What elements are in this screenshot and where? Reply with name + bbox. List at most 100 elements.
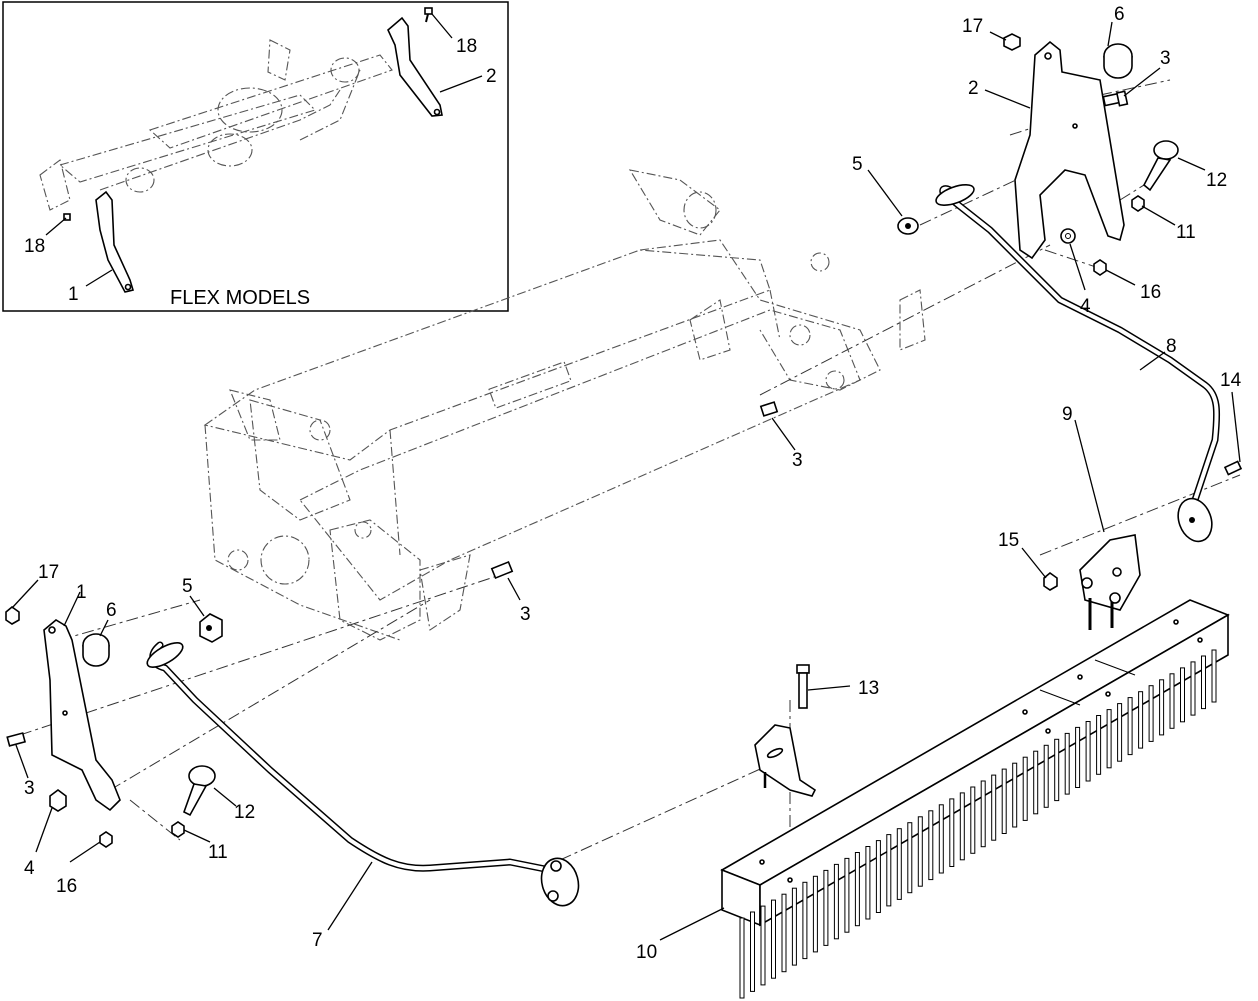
inset-callout-2: 2 [486,66,497,87]
brush-tine [865,846,871,920]
callout-3-left: 3 [24,778,35,799]
callout-5-left: 5 [182,576,193,597]
inset-callout-18-left: 18 [24,236,45,257]
callout-3-top: 3 [1160,48,1171,69]
flex-models-inset: 18 2 18 1 FLEX MODELS [2,1,509,312]
nut-16-top [1093,259,1107,276]
brush-tine [1117,703,1123,762]
brush-tine [791,887,797,966]
mount-bracket-13 [754,724,817,797]
nut-17-left [5,605,20,625]
callout-9: 9 [1062,404,1073,425]
brush-tine [1201,655,1206,710]
brush-tine [760,905,766,986]
brush-tine [1096,715,1102,775]
spacer-5-top [897,217,919,235]
bolt-3-top [1102,90,1129,107]
callout-12-top: 12 [1206,170,1227,191]
brush-tine [844,857,850,933]
nut-16-left [99,831,113,848]
callout-17-top: 17 [962,16,983,37]
brush-tine [1127,697,1133,756]
brush-tine [875,840,881,913]
bolt-3-left [6,732,27,747]
nut-15 [1043,571,1058,591]
nut-11-top [1131,195,1145,212]
inset-screw-18-left [63,213,71,221]
inset-callout-18-top: 18 [456,36,477,57]
brush-tine [1001,768,1007,834]
washer-4-left [49,789,67,812]
spacer-5-left [199,613,223,643]
brush-tine [886,834,892,907]
callout-17-left: 17 [38,562,59,583]
callout-2-top: 2 [968,78,979,99]
brush-tine [812,875,818,953]
cap-6-top [1103,43,1133,79]
brush-tine [959,792,965,861]
brush-tine [1043,744,1049,808]
callout-11-top: 11 [1176,222,1196,243]
brush-tine [1085,721,1091,782]
callout-7: 7 [312,930,323,951]
brush-tine [917,816,923,887]
inset-bracket-1 [95,190,135,293]
rod-8 [935,184,1221,504]
brush-tine [991,774,997,841]
washer-4-top [1060,228,1076,244]
callout-1-left: 1 [76,582,87,603]
callout-6-top: 6 [1114,4,1125,25]
bracket-1-left [43,619,121,812]
callout-12-left: 12 [234,802,255,823]
callouts: 17 6 3 2 5 12 11 4 16 8 14 3 9 15 17 1 6… [24,4,1242,963]
brush-tine [823,869,829,946]
brush-tine [739,917,745,999]
cap-6-left [82,633,110,667]
brush-tine [938,804,944,874]
callout-3-center: 3 [520,604,531,625]
bracket-2-top [1014,40,1125,260]
brush-tine [1148,685,1154,742]
brush-tine [771,899,776,979]
callout-13: 13 [858,678,879,699]
callout-3-mid: 3 [792,450,803,471]
bolt-13 [796,664,810,709]
brush-tine [1169,673,1175,729]
brush-tine [1180,667,1185,723]
brush-tine [1106,709,1112,769]
callout-4-left: 4 [24,858,35,879]
bolt-14 [1223,460,1243,476]
callout-6-left: 6 [106,600,117,621]
brush-tine [1075,726,1081,789]
brush-tine [1211,649,1217,703]
brush-tine [1012,762,1018,828]
inset-title: FLEX MODELS [170,287,310,309]
callout-4-top: 4 [1080,296,1091,317]
brush-10 [720,599,1230,999]
brush-tine [1054,738,1060,802]
inset-bracket-2 [387,16,443,117]
callout-14: 14 [1220,370,1242,391]
callout-15: 15 [998,530,1019,551]
leader-lines [11,21,1241,941]
brush-tine [1064,732,1070,795]
brush-tine [928,810,934,881]
brush-tine [1033,750,1039,815]
brush-tine [1159,679,1165,736]
brush-tine [1138,691,1144,749]
carrier-frame-phantom [203,169,926,641]
bolt-3-mid [759,401,779,417]
brush-tine [781,893,787,973]
brush-tine [980,780,986,848]
nut-17-top [1003,33,1021,51]
callout-5-top: 5 [852,154,863,175]
bolt-3-center [490,560,514,580]
eyebolt-12-top [1142,140,1179,192]
callout-8: 8 [1166,336,1177,357]
brush-tine [750,911,755,992]
brush-tine [854,852,860,927]
brush-tine [1190,661,1196,716]
eyebolt-12-left [183,765,216,817]
callout-16-left: 16 [56,876,77,897]
